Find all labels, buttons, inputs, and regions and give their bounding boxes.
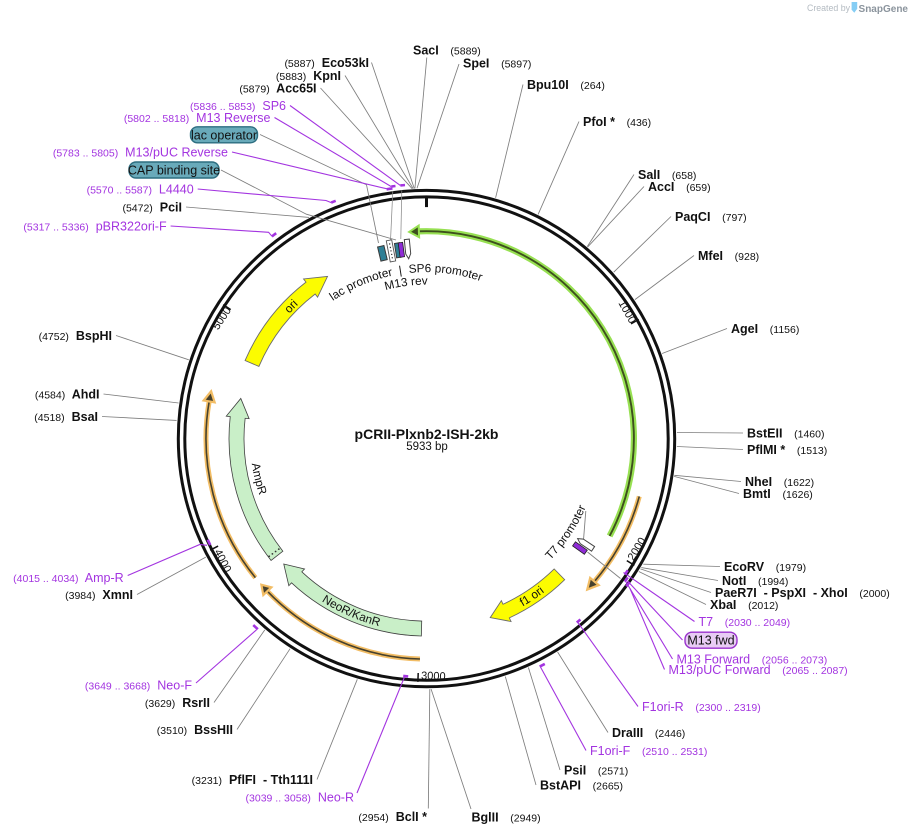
svg-text:SacI (5889): SacI (5889) xyxy=(413,44,481,58)
svg-text:BstAPI (2665): BstAPI (2665) xyxy=(540,779,623,793)
svg-text:(3231) PflFI - Tth111I: (3231) PflFI - Tth111I xyxy=(192,773,313,787)
svg-text:5933 bp: 5933 bp xyxy=(406,441,448,453)
svg-text:M13 fwd: M13 fwd xyxy=(687,634,734,648)
svg-text:Bpu10I (264): Bpu10I (264) xyxy=(527,78,605,92)
svg-text:PaeR7I - PspXI - XhoI (20: PaeR7I - PspXI - XhoI (2000) xyxy=(715,586,890,600)
svg-text:(3984) XmnI: (3984) XmnI xyxy=(65,588,133,602)
svg-text:(3649 .. 3668) Neo-F: (3649 .. 3668) Neo-F xyxy=(85,679,192,693)
svg-text:(5783 .. 5805) M13/pUC Revers: (5783 .. 5805) M13/pUC Reverse xyxy=(53,146,228,160)
svg-text:SnapGene: SnapGene xyxy=(859,4,909,15)
svg-text:(4584) AhdI: (4584) AhdI xyxy=(35,388,100,402)
svg-text:3000: 3000 xyxy=(421,670,446,683)
svg-text:MfeI (928): MfeI (928) xyxy=(698,249,759,263)
svg-text:pCRII-Plxnb2-ISH-2kb: pCRII-Plxnb2-ISH-2kb xyxy=(355,426,499,442)
svg-text:(5879) Acc65I: (5879) Acc65I xyxy=(239,82,316,96)
svg-text:F1ori-R (2300 .. 2319): F1ori-R (2300 .. 2319) xyxy=(642,700,761,714)
svg-text:PfoI * (436): PfoI * (436) xyxy=(583,115,651,129)
svg-text:BglII (2949): BglII (2949) xyxy=(472,811,541,825)
svg-text:(2954) BclI *: (2954) BclI * xyxy=(358,810,427,824)
svg-text:AgeI (1156): AgeI (1156) xyxy=(731,322,799,336)
svg-text:(3039 .. 3058) Neo-R: (3039 .. 3058) Neo-R xyxy=(246,791,354,805)
svg-text:PflMI * (1513): PflMI * (1513) xyxy=(747,443,827,457)
svg-text:PsiI (2571): PsiI (2571) xyxy=(564,764,628,778)
svg-text:(4752) BspHI: (4752) BspHI xyxy=(39,329,112,343)
svg-text:lac operator: lac operator xyxy=(191,128,257,142)
svg-text:M13/pUC Forward (2065 .. 20: M13/pUC Forward (2065 .. 2087) xyxy=(669,663,848,677)
svg-text:XbaI (2012): XbaI (2012) xyxy=(710,598,778,612)
svg-text:(5802 .. 5818) M13 Reverse: (5802 .. 5818) M13 Reverse xyxy=(124,111,271,125)
svg-text:CAP binding site: CAP binding site xyxy=(128,164,220,178)
svg-text:(5887) Eco53kI: (5887) Eco53kI xyxy=(284,56,369,70)
svg-text:(5570 .. 5587) L4440: (5570 .. 5587) L4440 xyxy=(87,183,194,197)
svg-text:(5472) PciI: (5472) PciI xyxy=(122,201,182,215)
svg-text:Created by: Created by xyxy=(807,3,851,13)
svg-text:PaqCI (797): PaqCI (797) xyxy=(675,210,747,224)
svg-text:(4518) BsaI: (4518) BsaI xyxy=(34,410,98,424)
svg-text:AccI (659): AccI (659) xyxy=(648,180,711,194)
svg-text:BstEII (1460): BstEII (1460) xyxy=(747,427,824,441)
svg-text:F1ori-F (2510 .. 2531): F1ori-F (2510 .. 2531) xyxy=(590,744,707,758)
svg-text:(3510) BssHII: (3510) BssHII xyxy=(157,723,233,737)
svg-text:(5317 .. 5336) pBR322ori-F: (5317 .. 5336) pBR322ori-F xyxy=(23,220,167,234)
svg-text:EcoRV (1979): EcoRV (1979) xyxy=(724,560,806,574)
svg-text:T7 (2030 .. 2049): T7 (2030 .. 2049) xyxy=(699,615,791,629)
svg-text:BmtI (1626): BmtI (1626) xyxy=(743,487,813,501)
svg-text:(3629) RsrII: (3629) RsrII xyxy=(145,696,210,710)
svg-text:(4015 .. 4034) Amp-R: (4015 .. 4034) Amp-R xyxy=(13,571,124,585)
svg-text:DraIII (2446): DraIII (2446) xyxy=(612,726,685,740)
svg-text:SpeI (5897): SpeI (5897) xyxy=(463,57,531,71)
